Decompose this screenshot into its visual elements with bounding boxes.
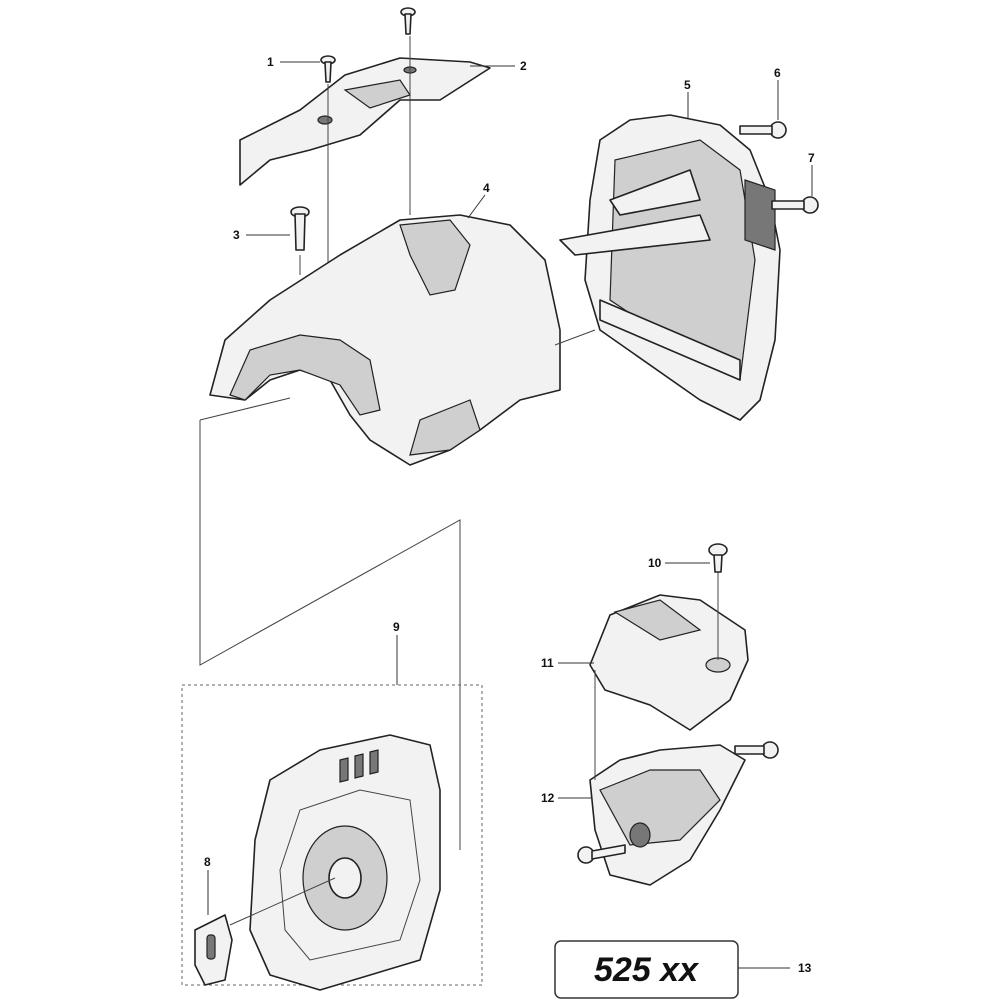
callout-7: 7 [808, 151, 815, 165]
svg-text:2: 2 [520, 59, 527, 73]
svg-text:13: 13 [798, 961, 812, 975]
bolt-icon [734, 741, 779, 759]
part-upper-cover [589, 594, 749, 731]
bolt-icon [739, 121, 787, 139]
knob-icon [194, 914, 233, 986]
screw-icon [290, 206, 310, 251]
callout-13: 13 [798, 961, 812, 975]
part-top-plate [239, 57, 491, 186]
callout-10: 10 [648, 556, 662, 570]
svg-text:4: 4 [483, 181, 490, 195]
svg-text:8: 8 [204, 855, 211, 869]
svg-text:525 xx: 525 xx [594, 951, 700, 989]
callout-8: 8 [204, 855, 211, 869]
callout-11: 11 [541, 656, 554, 670]
bolt-icon [577, 844, 626, 864]
callout-5: 5 [684, 78, 691, 92]
svg-text:6: 6 [774, 66, 781, 80]
svg-text:10: 10 [648, 556, 662, 570]
svg-text:9: 9 [393, 620, 400, 634]
callout-9: 9 [393, 620, 400, 634]
part-cylinder-cover [209, 214, 561, 466]
bolt-icon [771, 196, 819, 214]
callout-1: 1 [267, 55, 274, 69]
svg-text:3: 3 [233, 228, 240, 242]
callout-6: 6 [774, 66, 781, 80]
callout-2: 2 [520, 59, 527, 73]
part-rear-housing [559, 114, 781, 421]
part-starter-cover [249, 734, 441, 991]
svg-text:12: 12 [541, 791, 555, 805]
part-lower-bracket [589, 744, 746, 886]
svg-text:5: 5 [684, 78, 691, 92]
svg-text:1: 1 [267, 55, 274, 69]
model-decal: 525 xx [554, 940, 739, 999]
screw-icon [320, 55, 336, 83]
svg-text:11: 11 [541, 656, 554, 670]
screw-icon [400, 7, 416, 35]
callout-4: 4 [483, 181, 490, 195]
svg-text:7: 7 [808, 151, 815, 165]
callout-12: 12 [541, 791, 555, 805]
screw-icon [708, 543, 728, 573]
callout-3: 3 [233, 228, 240, 242]
